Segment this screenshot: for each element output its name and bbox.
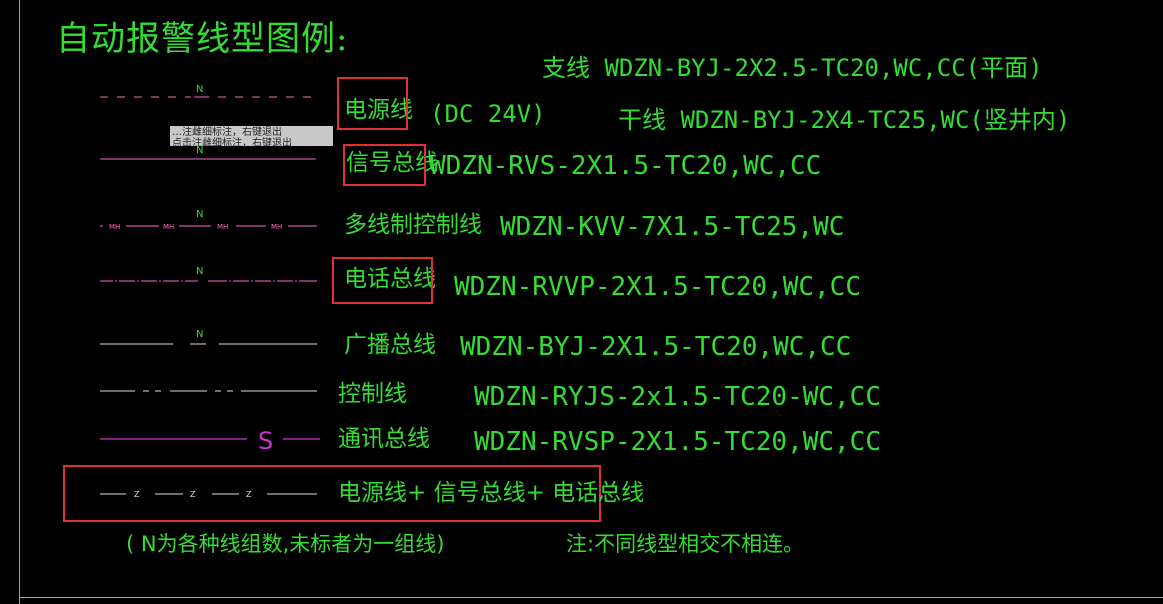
- tooltip-overlay: …注雌细标注，右键退出 点击注雌细标注，右键退出: [170, 126, 333, 146]
- combined-mark-3: Z: [246, 490, 252, 499]
- phone-bus-spec: WDZN-RVVP-2X1.5-TC20,WC,CC: [454, 272, 861, 302]
- comm-bus-symbol: S: [100, 427, 320, 455]
- power-line-symbol: N: [100, 84, 311, 98]
- signal-bus-highlight: [343, 144, 426, 186]
- multi-control-mark: N: [196, 209, 203, 220]
- combined-mark-2: Z: [190, 490, 196, 499]
- multi-control-symbol: MH MH MH MH N: [100, 209, 317, 231]
- multi-control-mark-1: MH: [109, 223, 120, 231]
- branch-line-note: 支线 WDZN-BYJ-2X2.5-TC20,WC,CC(平面): [542, 54, 1043, 82]
- combined-mark-1: Z: [134, 490, 140, 499]
- comm-bus-spec: WDZN-RVSP-2X1.5-TC20,WC,CC: [474, 427, 881, 457]
- footer-note-left: ( N为各种线组数,未标者为一组线): [126, 532, 445, 556]
- drawing-frame-left: [19, 0, 20, 604]
- combined-symbol: Z Z Z: [100, 490, 317, 499]
- control-line-label: 控制线: [338, 381, 407, 407]
- broadcast-bus-mark: N: [196, 329, 203, 340]
- broadcast-bus-spec: WDZN-BYJ-2X1.5-TC20,WC,CC: [460, 332, 852, 362]
- combined-label: 电源线+ 信号总线+ 电话总线: [338, 480, 645, 506]
- signal-bus-symbol: N: [100, 145, 316, 160]
- control-line-symbol: [100, 390, 317, 392]
- broadcast-bus-label: 广播总线: [344, 332, 436, 358]
- signal-bus-mark: N: [196, 145, 203, 156]
- signal-bus-spec: WDZN-RVS-2X1.5-TC20,WC,CC: [430, 151, 822, 181]
- drawing-frame-bottom: [19, 597, 1163, 598]
- power-line-highlight: [337, 77, 408, 130]
- power-line-mark: N: [196, 84, 203, 95]
- phone-bus-symbol: N: [100, 266, 317, 282]
- multi-control-mark-3: MH: [217, 223, 228, 231]
- legend-title: 自动报警线型图例:: [56, 19, 349, 59]
- comm-bus-mark: S: [258, 427, 273, 455]
- signal-bus-label: 信号总线: [346, 150, 438, 176]
- multi-control-mark-4: MH: [271, 223, 282, 231]
- power-line-voltage: (DC 24V): [430, 100, 546, 128]
- phone-bus-highlight: [332, 257, 433, 304]
- control-line-spec: WDZN-RYJS-2x1.5-TC20-WC,CC: [474, 382, 881, 412]
- footer-note-right: 注:不同线型相交不相连。: [566, 532, 805, 556]
- power-line-label: 电源线: [344, 97, 413, 123]
- multi-control-label: 多线制控制线: [344, 212, 482, 238]
- phone-bus-label: 电话总线: [344, 266, 436, 292]
- main-line-note: 干线 WDZN-BYJ-2X4-TC25,WC(竖井内): [618, 106, 1071, 134]
- phone-bus-mark: N: [196, 266, 203, 277]
- combined-highlight: [63, 465, 601, 522]
- multi-control-spec: WDZN-KVV-7X1.5-TC25,WC: [500, 212, 845, 242]
- comm-bus-label: 通讯总线: [338, 426, 430, 452]
- multi-control-mark-2: MH: [163, 223, 174, 231]
- broadcast-bus-symbol: N: [100, 329, 317, 345]
